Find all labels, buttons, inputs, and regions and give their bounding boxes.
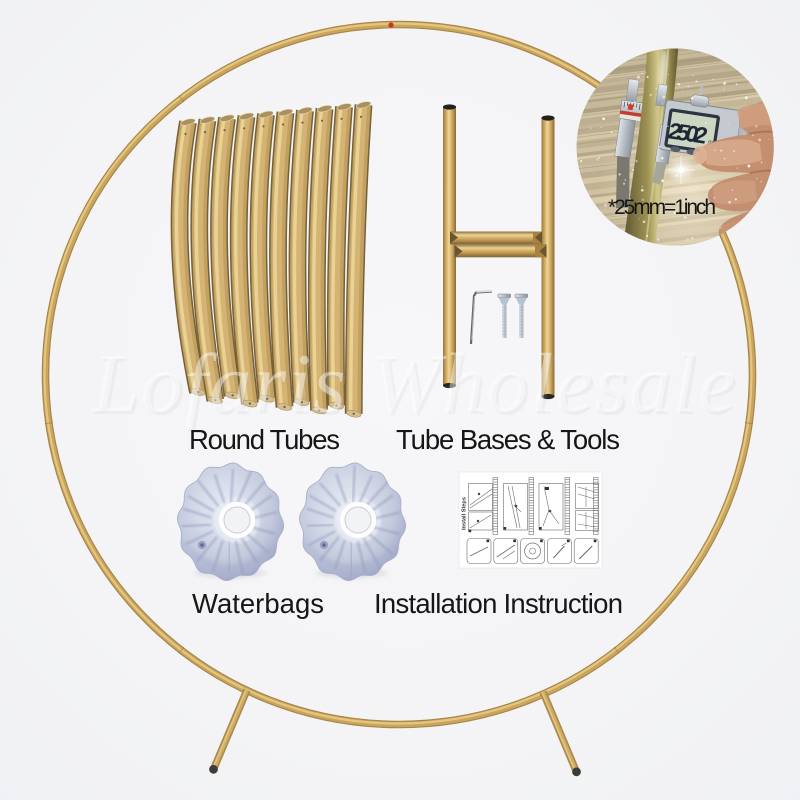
svg-text:2502: 2502 xyxy=(665,118,710,149)
svg-text:Install Steps: Install Steps xyxy=(462,497,468,530)
svg-text:Waterbags: Waterbags xyxy=(192,588,324,619)
svg-text:*25mm=1inch: *25mm=1inch xyxy=(608,196,716,219)
svg-text:Installation Instruction: Installation Instruction xyxy=(374,588,623,619)
svg-text:Round Tubes: Round Tubes xyxy=(189,424,340,455)
svg-text:Tube Bases & Tools: Tube Bases & Tools xyxy=(396,424,620,455)
svg-text:Lofaris Wholesale: Lofaris Wholesale xyxy=(91,337,735,430)
